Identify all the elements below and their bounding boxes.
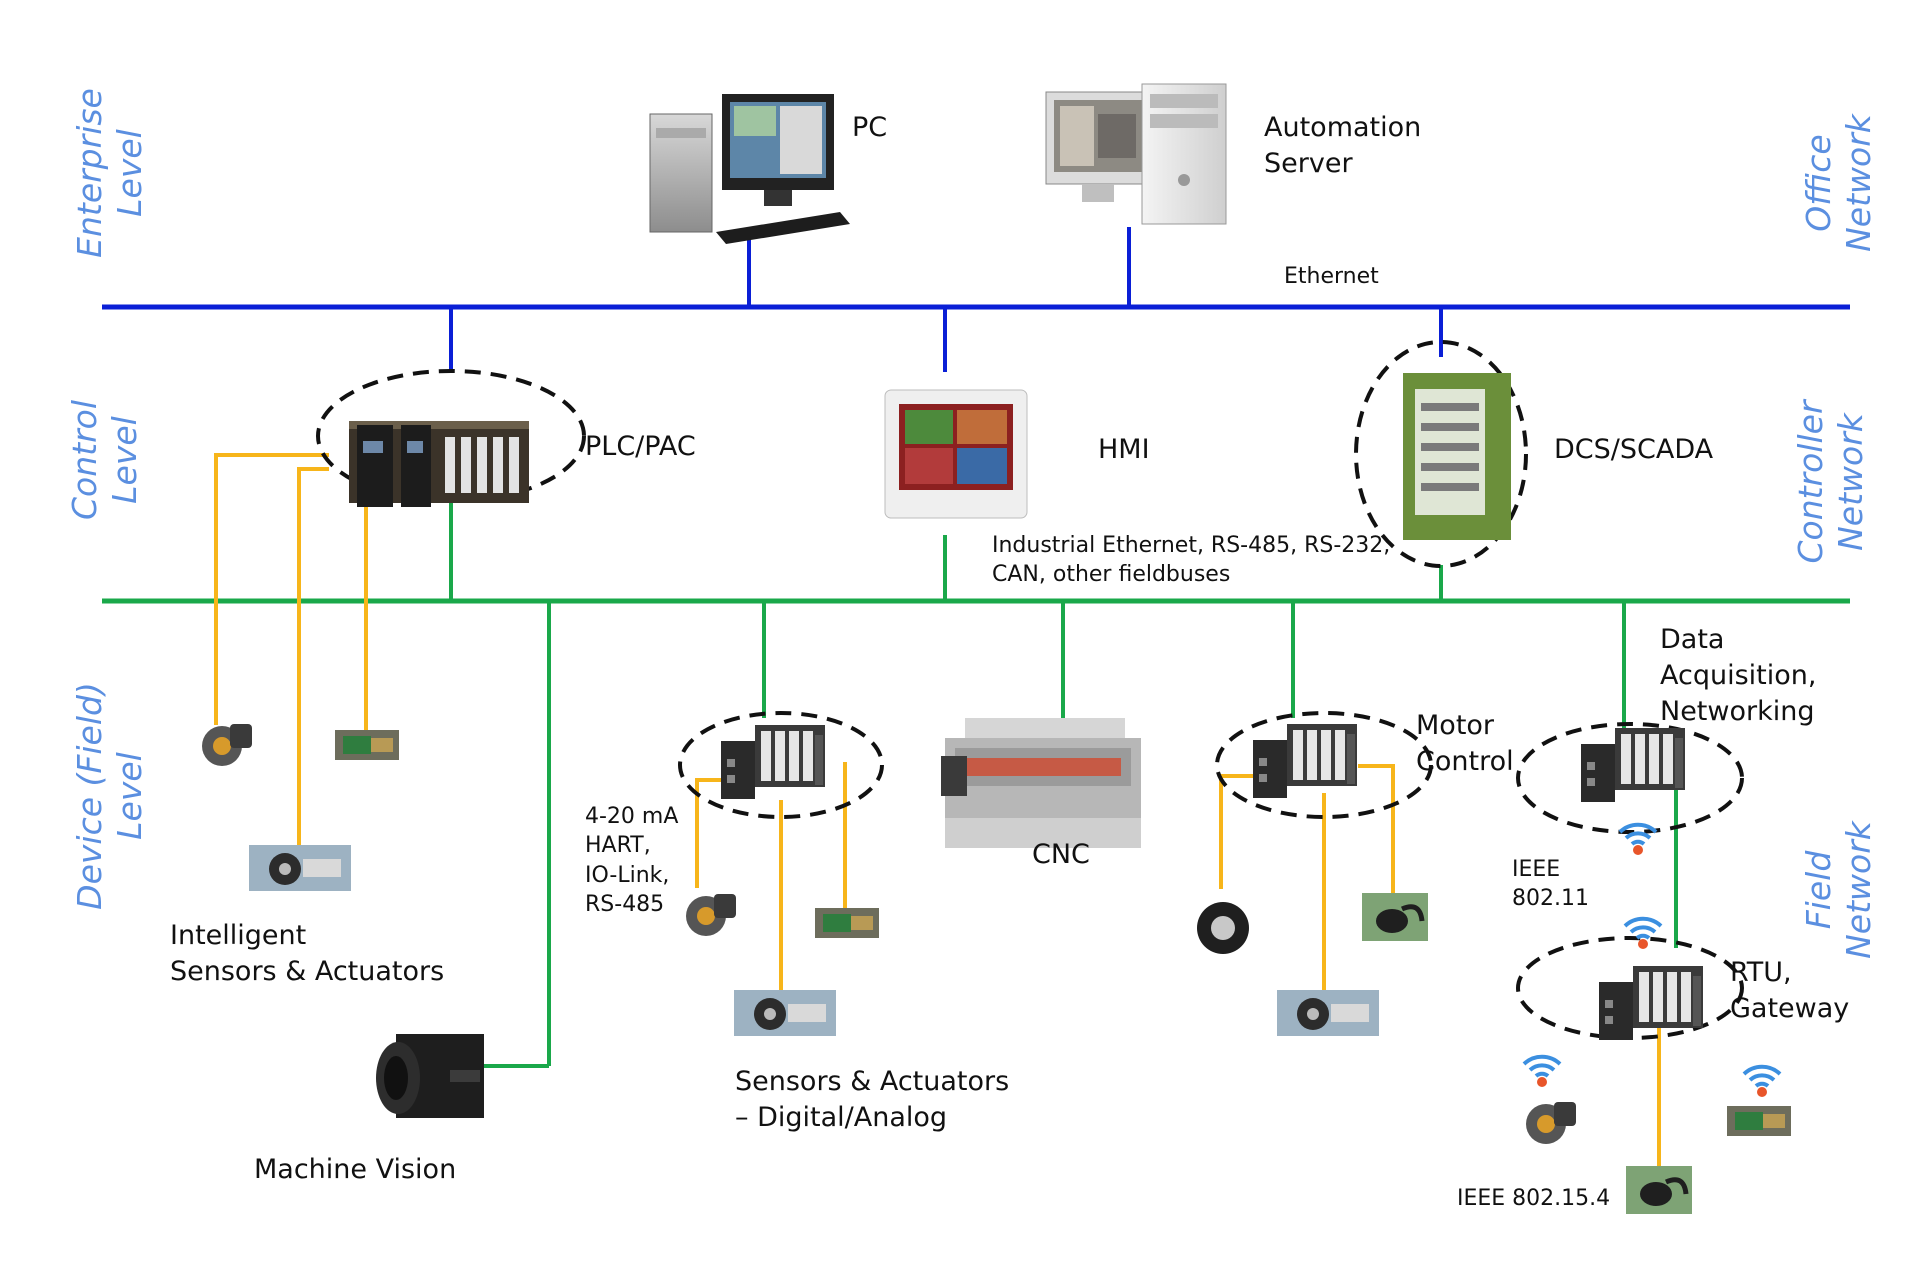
intelligent-sensors-label: Intelligent Sensors & Actuators	[170, 920, 445, 988]
rtu-gateway-label: RTU, Gateway	[1730, 957, 1850, 1025]
wifi-icon	[1623, 916, 1663, 951]
encoder-actuator-icon	[734, 990, 836, 1036]
cable-sensor-icon	[1362, 893, 1428, 941]
dashed-groupings	[316, 340, 1744, 1040]
network-label-office: Office Network	[1799, 114, 1878, 252]
network-label-controller: Controller Network	[1791, 400, 1870, 564]
wired-protocols-label: 4-20 mA HART, IO-Link, RS-485	[585, 804, 679, 918]
sensors-actuators-label: Sensors & Actuators – Digital/Analog	[735, 1066, 1010, 1134]
wifi-icon	[1522, 1054, 1562, 1089]
wifi-icon	[1618, 822, 1658, 857]
level-label-device: Device (Field) Level	[70, 682, 149, 910]
knock-sensor-icon	[1526, 1102, 1576, 1144]
motor-control-label: Motor Control	[1416, 710, 1514, 778]
camera-icon	[376, 1034, 484, 1118]
knock-sensor-icon	[686, 894, 736, 936]
zigbee-standard-label: IEEE 802.15.4	[1457, 1186, 1611, 1211]
hmi-label: HMI	[1098, 434, 1150, 465]
wifi-standard-label: IEEE 802.11	[1512, 857, 1589, 912]
pressure-sensor-icon	[815, 908, 879, 938]
plc-label: PLC/PAC	[585, 431, 696, 462]
io-module-icon	[1581, 728, 1685, 802]
io-module-icon	[721, 725, 825, 799]
pc-label: PC	[852, 112, 888, 143]
dcs-label: DCS/SCADA	[1554, 434, 1714, 465]
knock-sensor-icon	[202, 724, 252, 766]
cable-sensor-icon	[1626, 1166, 1692, 1214]
level-label-control: Control Level	[65, 400, 144, 521]
plc-icon	[349, 421, 529, 507]
io-module-icon	[1599, 966, 1703, 1040]
server-label: Automation Server	[1264, 112, 1422, 180]
encoder-knob-icon	[1197, 902, 1249, 954]
wifi-icon	[1742, 1064, 1782, 1099]
network-label-field: Field Network	[1799, 821, 1878, 959]
pressure-sensor-icon	[335, 730, 399, 760]
machine-vision-label: Machine Vision	[254, 1154, 457, 1185]
server-icon	[1045, 83, 1227, 225]
level-label-enterprise: Enterprise Level	[70, 88, 149, 258]
cnc-machine-icon	[941, 718, 1141, 848]
hmi-icon	[884, 389, 1028, 519]
ethernet-label: Ethernet	[1284, 264, 1379, 289]
ethernet-bus	[102, 227, 1850, 372]
daq-label: Data Acquisition, Networking	[1660, 624, 1817, 728]
fieldbus-label: Industrial Ethernet, RS-485, RS-232, CAN…	[992, 533, 1391, 588]
encoder-actuator-icon	[249, 845, 351, 891]
dcs-icon	[1403, 373, 1511, 540]
cnc-label: CNC	[1032, 839, 1090, 870]
encoder-actuator-icon	[1277, 990, 1379, 1036]
io-module-icon	[1253, 724, 1357, 798]
pc-icon	[649, 94, 850, 244]
pressure-sensor-icon	[1727, 1106, 1791, 1136]
